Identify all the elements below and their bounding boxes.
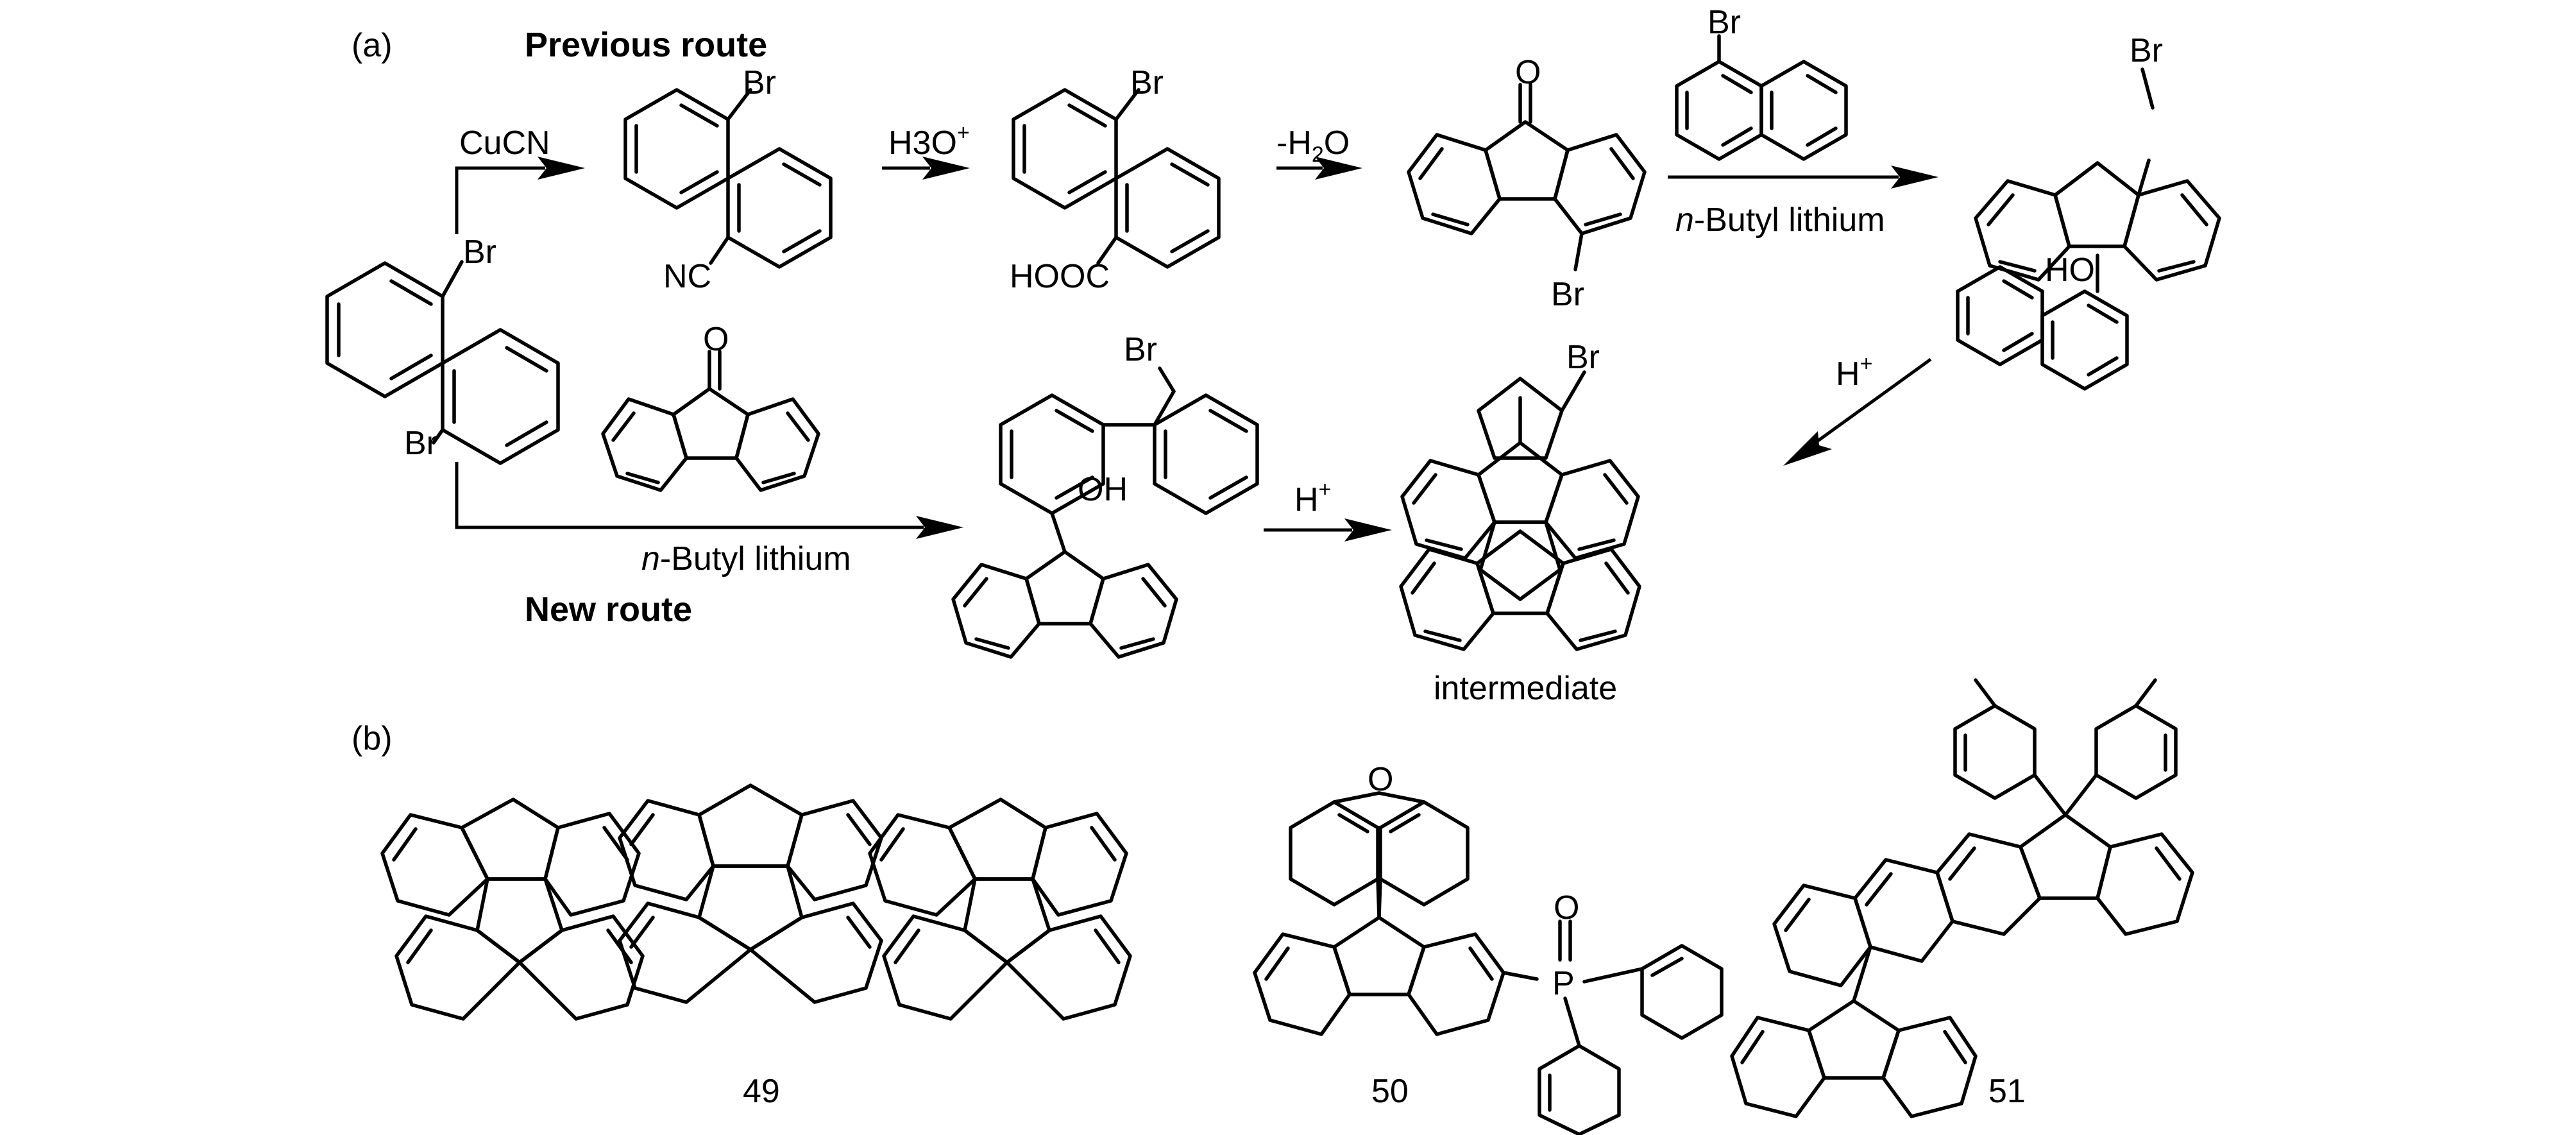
- panel-b-label: (b): [352, 720, 393, 757]
- p-compound-50: P: [1552, 965, 1575, 1002]
- ho-alcohol-previous: HO: [2045, 252, 2095, 289]
- compound-49-label: 49: [743, 1073, 780, 1110]
- br-label-top: Br: [463, 234, 496, 271]
- compound-51-label: 51: [1988, 1073, 2026, 1110]
- previous-route-arrowhead: [538, 157, 585, 180]
- br-intermediate: Br: [1566, 339, 1600, 376]
- br-alcohol-previous: Br: [2130, 32, 2163, 69]
- dehydration-arrowhead: [1315, 157, 1362, 180]
- oh-alcohol-new: OH: [1078, 471, 1128, 508]
- h-acid-new: H+: [1294, 477, 1331, 518]
- o-phosphine-oxide: O: [1554, 889, 1579, 926]
- compound-50-label: 50: [1371, 1073, 1409, 1110]
- cucn-reagent: CuCN: [459, 124, 550, 162]
- o-fluorenone-reagent: O: [703, 321, 729, 358]
- fluorenone-reagent-structure: [601, 350, 820, 492]
- previous-route-connector: [455, 166, 545, 234]
- lithiation-arrowhead: [1891, 166, 1938, 189]
- br-reagent-biphenyl: Br: [1707, 4, 1741, 41]
- h-acid-previous: H+: [1836, 352, 1872, 393]
- new-route-label: New route: [525, 590, 692, 629]
- hooc-group: HOOC: [1010, 258, 1110, 295]
- alcohol-new-structure: [951, 389, 1259, 659]
- h3o-reagent: H3O+: [888, 121, 970, 162]
- hydrolysis-arrowhead: [922, 157, 970, 180]
- br-alcohol-new: Br: [1124, 331, 1157, 368]
- panel-a-label: (a): [352, 27, 393, 64]
- cyclization-arrowhead-previous: [1783, 431, 1832, 466]
- compound-49-structure: [380, 783, 1132, 1021]
- bromobiphenyl-reagent-structure: [1675, 34, 1848, 161]
- n-butyl-reagent-previous: n-Butyl lithium: [1675, 201, 1885, 239]
- nc-group: NC: [663, 258, 711, 295]
- bromo-acid-structure: [1012, 88, 1221, 269]
- o-bromofluorenone: O: [1515, 54, 1541, 91]
- intermediate-spiro-structure: [1399, 370, 1641, 651]
- dehydration-reagent: -H2O: [1276, 124, 1350, 167]
- compound-50-structure: [1253, 791, 1724, 1135]
- cyclization-arrow-previous-line: [1814, 357, 1932, 445]
- br-acid: Br: [1130, 64, 1164, 101]
- br-bond-alcohol-previous: [2140, 67, 2155, 110]
- br-label-bottom: Br: [404, 425, 437, 462]
- br-nitrile: Br: [743, 64, 776, 101]
- new-route-connector: [455, 462, 924, 529]
- dibromobiphenyl-structure: [325, 260, 560, 465]
- intermediate-label: intermediate: [1434, 670, 1617, 707]
- br-bond-alcohol-new: [1158, 366, 1176, 393]
- br-bromofluorenone: Br: [1551, 276, 1584, 313]
- o-compound-50: O: [1368, 761, 1393, 798]
- n-butyl-reagent-new: n-Butyl lithium: [641, 540, 851, 577]
- alcohol-previous-structure: [1956, 158, 2221, 391]
- bromo-nitrile-structure: [623, 88, 833, 269]
- compound-51-structure: [1730, 678, 2194, 1118]
- intermediate-structure: [1400, 396, 1640, 601]
- cyclization-arrowhead-new: [1344, 518, 1392, 542]
- bromofluorenone-structure: [1407, 83, 1647, 271]
- previous-route-label: Previous route: [525, 26, 767, 64]
- new-route-arrowhead: [916, 516, 963, 539]
